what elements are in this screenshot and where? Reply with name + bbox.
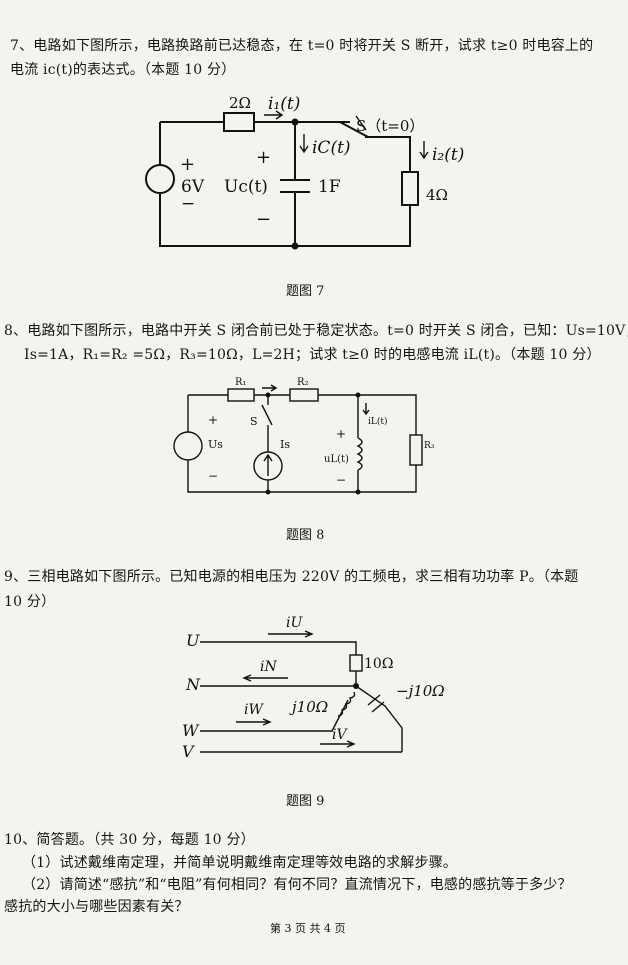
q7-label-i1: i₁(t) — [268, 94, 300, 114]
q7-label-plus-src: + — [180, 154, 195, 175]
q7-label-1f: 1F — [318, 177, 341, 197]
q8-resistor-r3 — [409, 434, 423, 466]
q8-label-il: iL(t) — [368, 416, 388, 427]
q9-label-iv: iV — [332, 727, 348, 743]
q10-text-line4: 感抗的大小与哪些因素有关？ — [4, 899, 189, 915]
q7-label-ic: iC(t) — [312, 138, 351, 158]
q9-label-w: W — [182, 721, 200, 740]
q7-arrow-i1 — [264, 110, 284, 120]
q7-label-minus-src: − — [181, 194, 195, 214]
q7-label-plus-cap: + — [256, 147, 271, 168]
q8-label-minus: − — [208, 469, 218, 483]
q8-resistor-r1 — [227, 388, 255, 402]
q8-label-r2: R₂ — [297, 377, 309, 388]
q9-text-line1: 9、三相电路如下图所示。已知电源的相电压为 220V 的工频电，求三相有功功率 … — [4, 569, 579, 585]
q10-text-line2: （1）试述戴维南定理，并简单说明戴维南定理等效电路的求解步骤。 — [22, 855, 458, 871]
q8-text-line2: Is=1A，R₁=R₂ =5Ω，R₃=10Ω，L=2H；试求 t≥0 时的电感电… — [24, 347, 601, 363]
q8-current-source — [253, 451, 283, 481]
q7-label-minus-cap: − — [256, 209, 271, 230]
q9-text-line2: 10 分） — [4, 594, 56, 610]
q9-label-u: U — [186, 631, 200, 650]
q7-arrow-i2 — [419, 141, 429, 160]
q9-label-iw: iW — [244, 702, 264, 718]
q9-caption: 题图 9 — [286, 794, 325, 809]
q8-label-s: S — [250, 415, 258, 428]
q7-label-r1: 2Ω — [229, 94, 251, 112]
q8-caption: 题图 8 — [286, 528, 325, 543]
q7-text-line1: 7、电路如下图所示，电路换路前已达稳态，在 t=0 时将开关 S 断开，试求 t… — [10, 38, 594, 54]
q9-label-v: V — [182, 742, 195, 761]
page-footer: 第 3 页 共 4 页 — [270, 922, 346, 935]
q9-capacitor-plate-b — [371, 701, 385, 713]
q7-arrow-ic — [299, 134, 309, 154]
q7-label-switch: S（t=0） — [356, 117, 424, 135]
q10-text-line1: 10、简答题。（共 30 分，每题 10 分） — [4, 832, 255, 848]
q8-inductor — [356, 437, 363, 471]
q8-label-ul: uL(t) — [324, 454, 349, 465]
q9-resistor — [349, 654, 363, 672]
q8-label-minus-l: − — [336, 473, 346, 487]
q7-switch — [339, 121, 369, 138]
q7-caption: 题图 7 — [286, 284, 325, 299]
q7-voltage-source — [145, 164, 175, 194]
q8-label-us: Us — [208, 438, 223, 451]
q8-label-r3: R₃ — [424, 441, 435, 451]
q7-label-uc: Uc(t) — [224, 177, 268, 197]
q8-switch — [261, 404, 273, 426]
q8-text-line1: 8、电路如下图所示，电路中开关 S 闭合前已处于稳定状态。t=0 时开关 S 闭… — [4, 323, 628, 339]
q9-capacitor-plate-a — [367, 694, 381, 706]
q7-text-line2: 电流 ic(t)的表达式。（本题 10 分） — [10, 62, 236, 78]
q7-label-r2: 4Ω — [426, 186, 448, 204]
q7-resistor-2ohm — [223, 112, 255, 132]
q8-voltage-source — [173, 431, 203, 461]
q8-resistor-r2 — [289, 388, 319, 402]
q9-label-10ohm: 10Ω — [364, 656, 393, 672]
q8-label-r1: R₁ — [235, 377, 247, 388]
q8-label-is: Is — [280, 438, 290, 451]
q9-inductor — [337, 691, 356, 717]
q9-label-minus-j10ohm: −j10Ω — [396, 682, 445, 700]
q9-label-j10ohm: j10Ω — [289, 698, 328, 716]
q7-resistor-4ohm — [401, 171, 419, 206]
q9-label-iu: iU — [286, 615, 303, 631]
q9-label-n: N — [185, 675, 201, 694]
q10-text-line3: （2）请简述“感抗”和“电阻”有何相同？有何不同？直流情况下，电感的感抗等于多少… — [22, 877, 572, 893]
q7-label-i2: i₂(t) — [432, 145, 464, 165]
q7-label-6v: 6V — [181, 177, 205, 197]
q8-label-plus: + — [208, 413, 218, 427]
q9-label-in: iN — [260, 659, 277, 675]
q8-label-plus-l: + — [336, 427, 346, 441]
